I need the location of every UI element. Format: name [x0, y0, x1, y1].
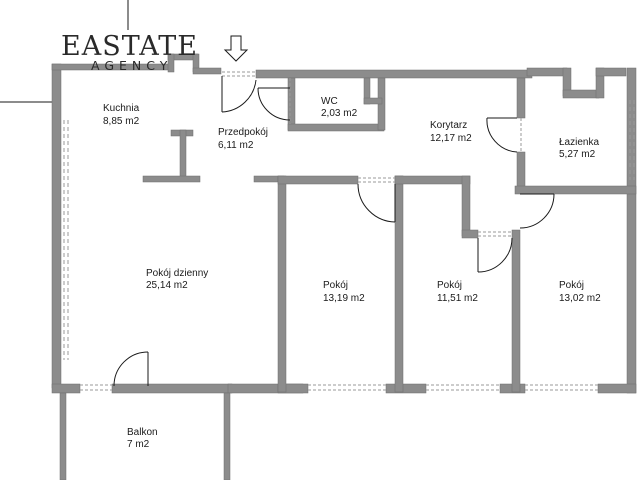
doors [113, 76, 555, 387]
room-name-lazienka: Łazienka [559, 137, 599, 148]
windows [63, 71, 635, 391]
room-area-pokoj-3: 13,02 m2 [559, 293, 601, 304]
logo-frame [0, 0, 129, 103]
room-name-pokoj-3: Pokój [559, 280, 584, 291]
room-name-pokoj-dzienny: Pokój dzienny [146, 268, 208, 279]
bathroom-wall [516, 77, 526, 119]
room-name-kuchnia: Kuchnia [103, 103, 140, 114]
brand-name: EASTATE [61, 31, 198, 62]
room-area-lazienka: 5,27 m2 [559, 149, 596, 160]
right-exterior-wall [626, 67, 637, 394]
room-name-pokoj-1: Pokój [323, 280, 348, 291]
room-area-balkon: 7 m2 [127, 439, 150, 450]
room-area-pokoj-1: 13,19 m2 [323, 293, 365, 304]
room-area-korytarz: 12,17 m2 [430, 133, 472, 144]
room-area-wc: 2,03 m2 [321, 108, 358, 119]
wc-wall [287, 77, 296, 131]
entrance-top-wall [255, 69, 533, 79]
left-exterior-wall [51, 63, 62, 389]
walls [51, 53, 637, 480]
room-area-przedpokoj: 6,11 m2 [218, 140, 254, 151]
balcony-wall [59, 392, 67, 480]
room-area-pokoj-2: 11,51 m2 [437, 293, 478, 304]
room-name-wc: WC [321, 96, 338, 107]
room-area-kuchnia: 8,85 m2 [103, 116, 140, 127]
bottom-exterior-wall [51, 383, 81, 394]
room-name-przedpokoj: Przedpokój [218, 127, 268, 138]
room-name-korytarz: Korytarz [430, 120, 467, 131]
brand-tagline: AGENCY [91, 58, 172, 73]
room-area-pokoj-dzienny: 25,14 m2 [146, 280, 188, 291]
room-name-pokoj-2: Pokój [437, 280, 462, 291]
down-arrow-icon [223, 35, 249, 62]
room-name-balkon: Balkon [127, 427, 158, 438]
